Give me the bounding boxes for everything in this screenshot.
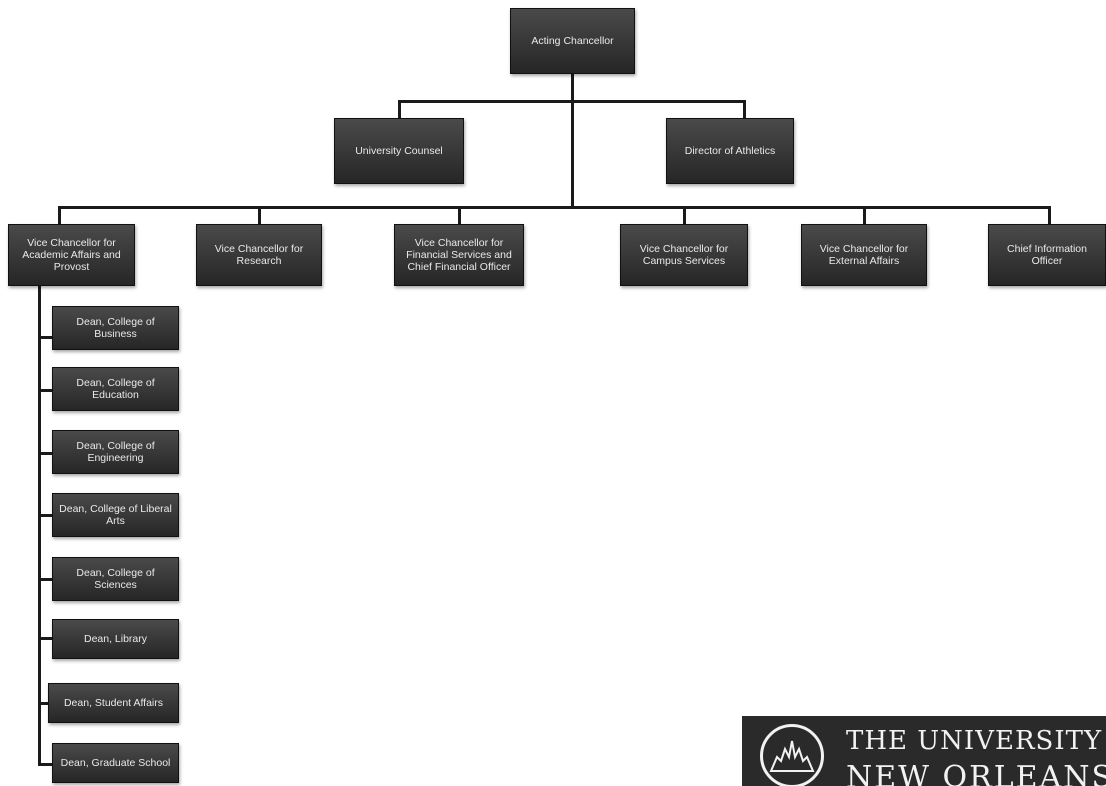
vc-academic-affairs-label: Vice Chancellor for Academic Affairs and… (22, 236, 121, 274)
connector-line (58, 206, 61, 224)
connector-line (743, 100, 746, 118)
connector-line (571, 74, 574, 208)
dean-education-label: Dean, College of Education (76, 376, 155, 401)
university-seal-icon (760, 724, 824, 786)
connector-line (38, 285, 41, 765)
vc-financial-services-label: Vice Chancellor for Financial Services a… (406, 236, 512, 274)
dean-education-box: Dean, College of Education (52, 367, 179, 411)
connector-line (398, 100, 401, 118)
vc-campus-services-label: Vice Chancellor for Campus Services (639, 242, 729, 267)
connector-line (398, 100, 746, 103)
dean-liberal-arts-label: Dean, College of Liberal Arts (59, 502, 172, 527)
connector-line (58, 206, 1051, 209)
connector-line (863, 206, 866, 224)
connector-line (38, 514, 52, 517)
university-counsel-box: University Counsel (334, 118, 464, 184)
director-of-athletics-label: Director of Athletics (684, 144, 776, 157)
vc-research-label: Vice Chancellor for Research (214, 242, 304, 267)
dean-graduate-school-label: Dean, Graduate School (60, 756, 171, 769)
vc-financial-services-box: Vice Chancellor for Financial Services a… (394, 224, 524, 286)
university-logo: THE UNIVERSITY of NEW ORLEANS (742, 716, 1106, 786)
logo-line2: NEW ORLEANS (846, 760, 1106, 786)
university-counsel-label: University Counsel (355, 144, 443, 157)
dean-business-box: Dean, College of Business (52, 306, 179, 350)
logo-line1-main: THE UNIVERSITY (846, 726, 1106, 756)
dean-library-label: Dean, Library (83, 632, 148, 645)
connector-line (38, 763, 52, 766)
chief-information-officer-label: Chief Information Officer (1007, 242, 1087, 267)
chief-information-officer-box: Chief Information Officer (988, 224, 1106, 286)
vc-external-affairs-label: Vice Chancellor for External Affairs (819, 242, 909, 267)
logo-line1: THE UNIVERSITY of (846, 726, 1106, 756)
acting-chancellor-label: Acting Chancellor (531, 34, 614, 47)
dean-engineering-label: Dean, College of Engineering (76, 439, 155, 464)
vc-external-affairs-box: Vice Chancellor for External Affairs (801, 224, 927, 286)
acting-chancellor-box: Acting Chancellor (510, 8, 635, 74)
connector-line (683, 206, 686, 224)
dean-business-label: Dean, College of Business (76, 315, 155, 340)
connector-line (1048, 206, 1051, 224)
director-of-athletics-box: Director of Athletics (666, 118, 794, 184)
connector-line (38, 452, 52, 455)
vc-research-box: Vice Chancellor for Research (196, 224, 322, 286)
vc-campus-services-box: Vice Chancellor for Campus Services (620, 224, 748, 286)
connector-line (458, 206, 461, 224)
connector-line (38, 637, 52, 640)
connector-line (38, 702, 52, 705)
dean-engineering-box: Dean, College of Engineering (52, 430, 179, 474)
connector-line (38, 578, 52, 581)
dean-sciences-box: Dean, College of Sciences (52, 557, 179, 601)
dean-graduate-school-box: Dean, Graduate School (52, 743, 179, 783)
dean-liberal-arts-box: Dean, College of Liberal Arts (52, 493, 179, 537)
dean-student-affairs-box: Dean, Student Affairs (48, 683, 179, 723)
connector-line (258, 206, 261, 224)
connector-line (38, 389, 52, 392)
dean-sciences-label: Dean, College of Sciences (76, 566, 155, 591)
dean-library-box: Dean, Library (52, 619, 179, 659)
vc-academic-affairs-box: Vice Chancellor for Academic Affairs and… (8, 224, 135, 286)
connector-line (38, 336, 52, 339)
dean-student-affairs-label: Dean, Student Affairs (63, 696, 164, 709)
